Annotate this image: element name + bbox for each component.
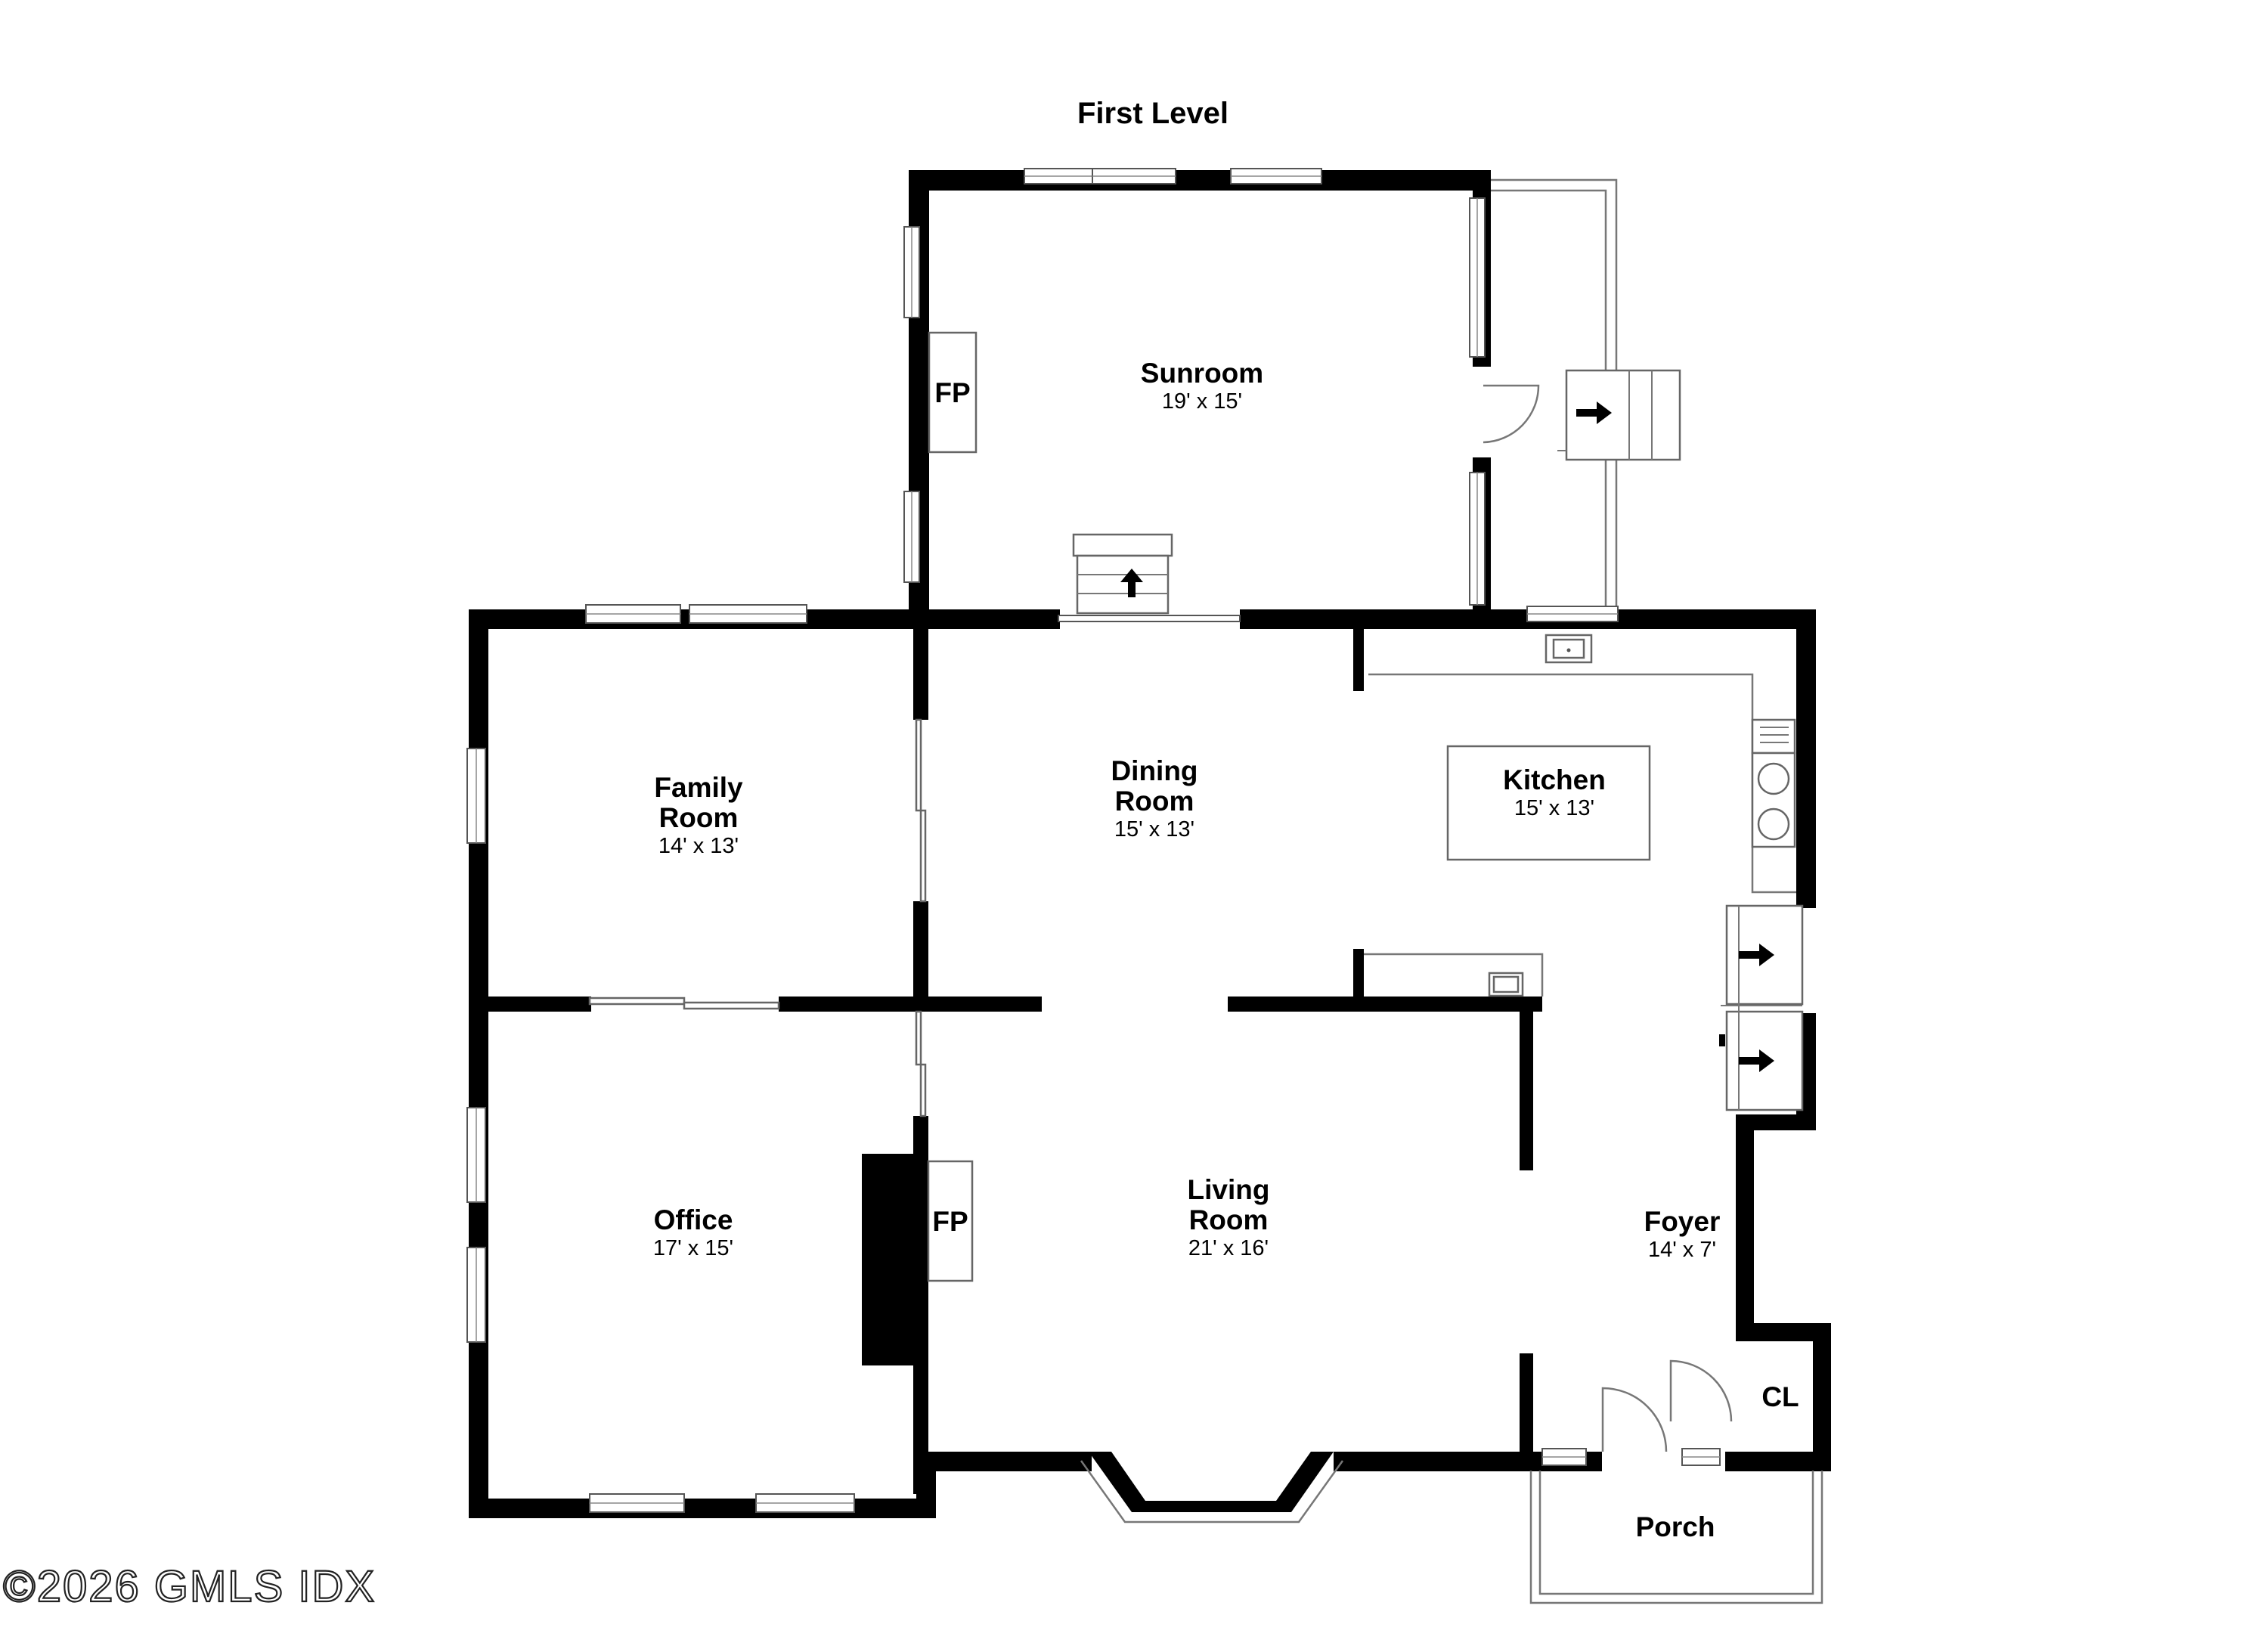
stair-arrow-icon [1120,569,1143,597]
windows [466,168,1721,1513]
window [1058,615,1241,622]
room-name: Family [654,772,743,803]
range-vent [1751,718,1796,755]
room-dimensions: 14' x 7' [1648,1238,1716,1262]
window [903,491,920,583]
room-dimensions: 15' x 13' [1514,796,1594,820]
doors [1483,384,1733,1452]
window [903,226,920,318]
room-name: Sunroom [1141,358,1263,389]
window [1092,168,1176,184]
window [1230,168,1322,184]
room-name: Room [659,802,739,833]
level-title: First Level [1077,97,1228,130]
room-dimensions: 14' x 13' [658,834,739,858]
room-dimensions: 19' x 15' [1162,389,1242,414]
window [589,1493,685,1513]
room-name: Porch [1636,1511,1715,1542]
window [466,1247,486,1343]
window [585,604,681,624]
watermark: ©2026 GMLS IDX [3,1562,376,1611]
window [1681,1448,1721,1466]
rear-deck [1491,178,1618,609]
porch-outline [1529,1471,1823,1604]
deck-stairs [1557,369,1681,461]
room-dining-room: Dining Room 15' x 13' [1111,755,1198,842]
room-porch: Porch [1636,1511,1715,1542]
sunroom-stairs [1072,533,1173,615]
room-family-room: Family Room 14' x 13' [654,772,743,858]
room-name: CL [1761,1381,1799,1412]
room-name: Foyer [1644,1206,1721,1237]
room-foyer: Foyer 14' x 7' [1644,1206,1721,1262]
window [689,604,807,624]
window [466,748,486,844]
window [466,1107,486,1203]
sliding-doors [588,718,927,1117]
room-name: Room [1115,786,1194,817]
fireplace-living [866,1160,974,1282]
room-office: Office 17' x 15' [653,1204,733,1260]
window [1526,606,1619,622]
fireplace-sunroom [928,331,978,454]
fireplace-label: FP [934,377,970,408]
stair-arrow-icon [1739,1049,1774,1072]
stair-arrow-icon [1739,944,1774,966]
room-dimensions: 21' x 16' [1188,1236,1269,1260]
room-sunroom: Sunroom 19' x 15' [1141,358,1263,414]
room-name: Room [1189,1204,1269,1235]
room-name: Living [1188,1174,1270,1205]
room-kitchen: Kitchen 15' x 13' [1503,764,1606,820]
room-name: Kitchen [1503,764,1606,795]
window [1469,472,1486,606]
fireplace-label: FP [932,1206,968,1237]
room-dimensions: 17' x 15' [653,1236,733,1260]
kitchen-fixtures [1364,634,1796,997]
window [755,1493,855,1513]
window [1469,197,1486,358]
interior-stairs [1719,904,1804,1111]
window [1024,168,1093,184]
room-name: Dining [1111,755,1198,786]
stair-arrow-icon [1576,401,1612,424]
room-closet: CL [1761,1381,1799,1412]
kitchen-island [1446,745,1651,861]
room-living-room: Living Room 21' x 16' [1188,1174,1270,1260]
room-dimensions: 15' x 13' [1114,817,1194,842]
bay-window [1080,1452,1344,1523]
room-name: Office [654,1204,733,1235]
window [1541,1448,1587,1466]
